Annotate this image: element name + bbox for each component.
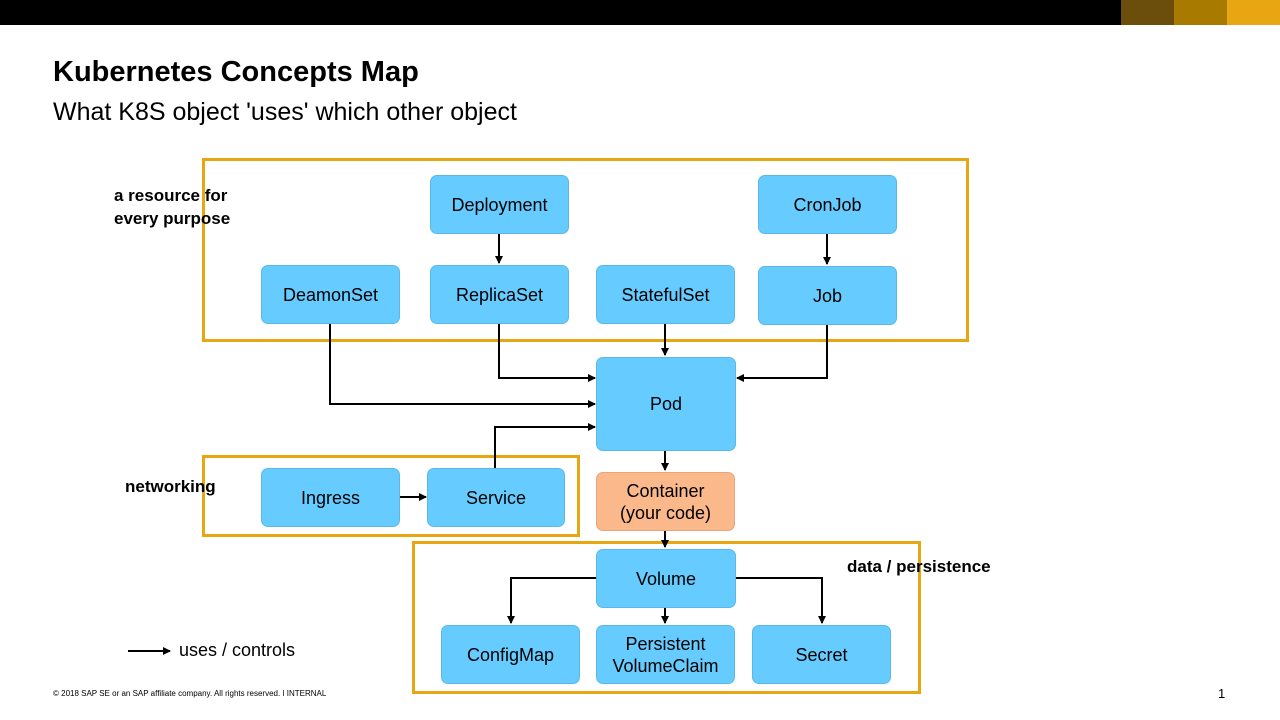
- footer-copyright: © 2018 SAP SE or an SAP affiliate compan…: [53, 689, 327, 698]
- edge-replicaset-pod: [498, 324, 596, 382]
- edge-job-pod: [736, 325, 828, 382]
- node-cronjob: CronJob: [758, 175, 897, 234]
- node-secret: Secret: [752, 625, 891, 684]
- page-number: 1: [1218, 686, 1226, 701]
- edge-deamonset-pod: [329, 324, 596, 408]
- node-replicaset: ReplicaSet: [430, 265, 569, 324]
- node-configmap: ConfigMap: [441, 625, 580, 684]
- node-deamonset: DeamonSet: [261, 265, 400, 324]
- node-volume: Volume: [596, 549, 736, 608]
- edge-service-pod: [494, 423, 596, 468]
- page-subtitle: What K8S object 'uses' which other objec…: [53, 98, 517, 126]
- group-networking: [202, 455, 580, 537]
- group-label-resources: a resource for every purpose: [114, 186, 231, 228]
- top-bar-swatch-mid: [1174, 0, 1227, 25]
- node-service: Service: [427, 468, 565, 527]
- node-persistent-volume-claim: Persistent VolumeClaim: [596, 625, 735, 684]
- node-ingress: Ingress: [261, 468, 400, 527]
- node-deployment: Deployment: [430, 175, 569, 234]
- top-bar-swatch-dark: [1121, 0, 1174, 25]
- top-bar: [0, 0, 1280, 25]
- edge-volume-configmap: [507, 577, 596, 624]
- top-bar-swatch-light: [1227, 0, 1280, 25]
- edge-volume-secret: [736, 577, 826, 624]
- group-label-networking: networking: [125, 477, 216, 496]
- group-label-data: data / persistence: [847, 557, 991, 576]
- page-title: Kubernetes Concepts Map: [53, 56, 419, 88]
- node-statefulset: StatefulSet: [596, 265, 735, 324]
- node-container: Container (your code): [596, 472, 735, 531]
- group-resources: [202, 158, 969, 342]
- node-pod: Pod: [596, 357, 736, 451]
- legend-label: uses / controls: [179, 640, 296, 660]
- node-job: Job: [758, 266, 897, 325]
